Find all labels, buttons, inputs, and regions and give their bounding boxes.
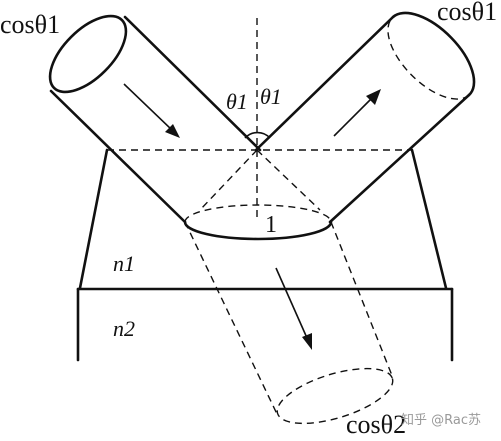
reflected-beam	[254, 11, 476, 224]
incident-beam	[48, 14, 262, 224]
incident-arrowhead	[165, 124, 180, 138]
incident-label: cosθ1	[0, 10, 60, 39]
reflected-arrowhead	[366, 89, 381, 105]
medium-n1-label: n1	[113, 251, 135, 276]
reflected-arrow	[333, 97, 373, 137]
incident-axis	[199, 149, 258, 211]
area-front-edge	[183, 220, 333, 241]
reflected-beam-lower-edge	[328, 93, 471, 224]
reflected-axis	[256, 149, 321, 211]
refracted-arrowhead	[302, 333, 312, 350]
refracted-arrow	[275, 267, 308, 339]
interface-plane	[76, 148, 454, 362]
incident-beam-end	[48, 14, 128, 94]
medium-n2-label: n2	[113, 316, 135, 341]
plane-right-edge	[410, 148, 448, 290]
plane-left-edge	[78, 148, 109, 290]
refracted-beam	[184, 221, 394, 425]
refracted-beam-end	[276, 367, 394, 425]
incident-arrow	[123, 83, 173, 131]
area-label: 1	[265, 212, 277, 238]
reflected-beam-end-front	[391, 11, 476, 97]
area-back-edge	[184, 204, 332, 223]
reflected-beam-upper-edge	[254, 15, 395, 152]
refracted-label: cosθ2	[346, 410, 406, 439]
refracted-beam-left-edge	[184, 221, 278, 415]
watermark-text: 知乎 @Rac苏	[401, 412, 481, 428]
refracted-beam-right-edge	[330, 221, 394, 379]
illuminated-area	[183, 204, 333, 241]
incident-beam-lower-edge	[49, 89, 187, 224]
reflected-label: cosθ1	[437, 0, 497, 26]
incident-beam-upper-edge	[123, 15, 262, 152]
angle-right-label: θ1	[260, 84, 282, 109]
angle-left-label: θ1	[226, 89, 248, 114]
reflected-beam-end-back	[387, 16, 470, 100]
